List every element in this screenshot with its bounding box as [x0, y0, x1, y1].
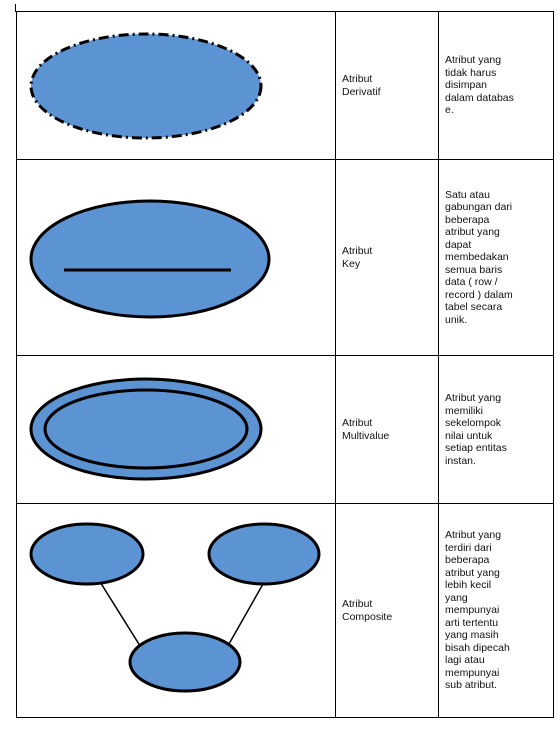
attribute-name-composite: Atribut Composite — [335, 503, 439, 718]
attribute-table: Atribut Derivatif Atribut yang tidak har… — [16, 11, 554, 718]
table-row: Atribut Derivatif Atribut yang tidak har… — [16, 11, 554, 160]
shape-cell-composite — [16, 503, 336, 718]
table-row: Atribut Multivalue Atribut yang memiliki… — [16, 355, 554, 504]
attribute-desc-composite: Atribut yang terdiri dari beberapa atrib… — [438, 503, 554, 718]
attribute-desc-derivatif: Atribut yang tidak harus disimpan dalam … — [438, 11, 554, 160]
page-corner-mark — [15, 4, 16, 12]
attribute-name-derivatif: Atribut Derivatif — [335, 11, 439, 160]
dashed-ellipse-diagram — [29, 32, 263, 139]
derived-attribute-ellipse — [29, 32, 263, 139]
attribute-name-key: Atribut Key — [335, 159, 439, 356]
key-attribute-ellipse — [29, 199, 271, 318]
multivalue-attribute-diagram — [29, 377, 263, 480]
key-attribute-diagram — [29, 199, 271, 318]
composite-attribute-diagram — [29, 522, 321, 692]
composite-attribute-ellipse — [128, 631, 242, 692]
shape-cell-derivatif — [16, 11, 336, 160]
sub-attribute-right-ellipse — [207, 522, 321, 585]
attribute-desc-key: Satu atau gabungan dari beberapa atribut… — [438, 159, 554, 356]
attribute-desc-multivalue: Atribut yang memiliki sekelompok nilai u… — [438, 355, 554, 504]
shape-cell-multivalue — [16, 355, 336, 504]
shape-cell-key — [16, 159, 336, 356]
multivalue-inner-ellipse — [43, 388, 249, 469]
sub-attribute-left-ellipse — [29, 522, 145, 585]
attribute-name-multivalue: Atribut Multivalue — [335, 355, 439, 504]
table-row: Atribut Key Satu atau gabungan dari bebe… — [16, 159, 554, 356]
table-row: Atribut Composite Atribut yang terdiri d… — [16, 503, 554, 718]
